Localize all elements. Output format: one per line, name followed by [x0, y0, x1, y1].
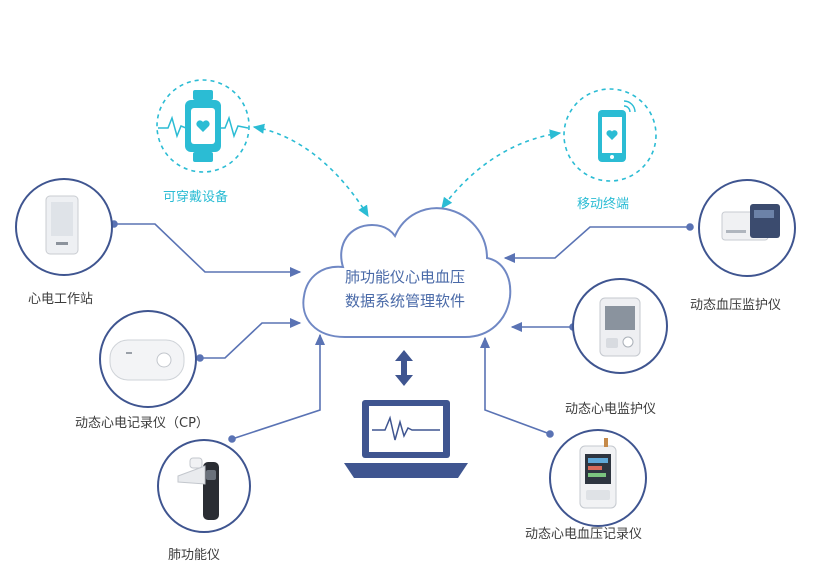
mobile-device	[563, 88, 657, 182]
abpm-link	[503, 223, 694, 264]
ecg-bp-recorder-device	[549, 429, 647, 527]
spirometer-device	[157, 439, 251, 533]
holter-cp-link	[196, 317, 302, 362]
center-title-line2: 数据系统管理软件	[344, 292, 465, 310]
mobile-link	[441, 129, 562, 210]
ecg-workstation-device	[15, 178, 113, 276]
wearable-label: 可穿戴设备	[163, 190, 229, 205]
spirometer-label: 肺功能仪	[168, 548, 221, 563]
wearable-link	[252, 123, 369, 218]
wearable-device	[156, 79, 250, 173]
abpm-device	[698, 179, 796, 277]
ecg-monitor-device	[572, 278, 668, 374]
ecg-workstation-label: 心电工作站	[28, 292, 94, 307]
ecg-workstation-link	[110, 220, 302, 278]
holter-cp-label: 动态心电记录仪（CP）	[75, 416, 209, 431]
holter-cp-device	[99, 310, 197, 408]
ecg-monitor-link	[510, 321, 577, 333]
ecg-monitor-label: 动态心电监护仪	[565, 402, 657, 417]
laptop-icon	[344, 400, 468, 478]
ecg-bp-recorder-link	[479, 336, 554, 438]
ecg-bp-recorder-label: 动态心电血压记录仪	[525, 527, 643, 542]
abpm-label: 动态血压监护仪	[690, 298, 782, 313]
spirometer-link	[228, 333, 326, 443]
sync-arrow-icon	[395, 350, 413, 386]
cloud-icon	[302, 207, 512, 338]
center-title-line1: 肺功能仪心电血压	[344, 268, 465, 286]
mobile-label: 移动终端	[577, 197, 630, 212]
